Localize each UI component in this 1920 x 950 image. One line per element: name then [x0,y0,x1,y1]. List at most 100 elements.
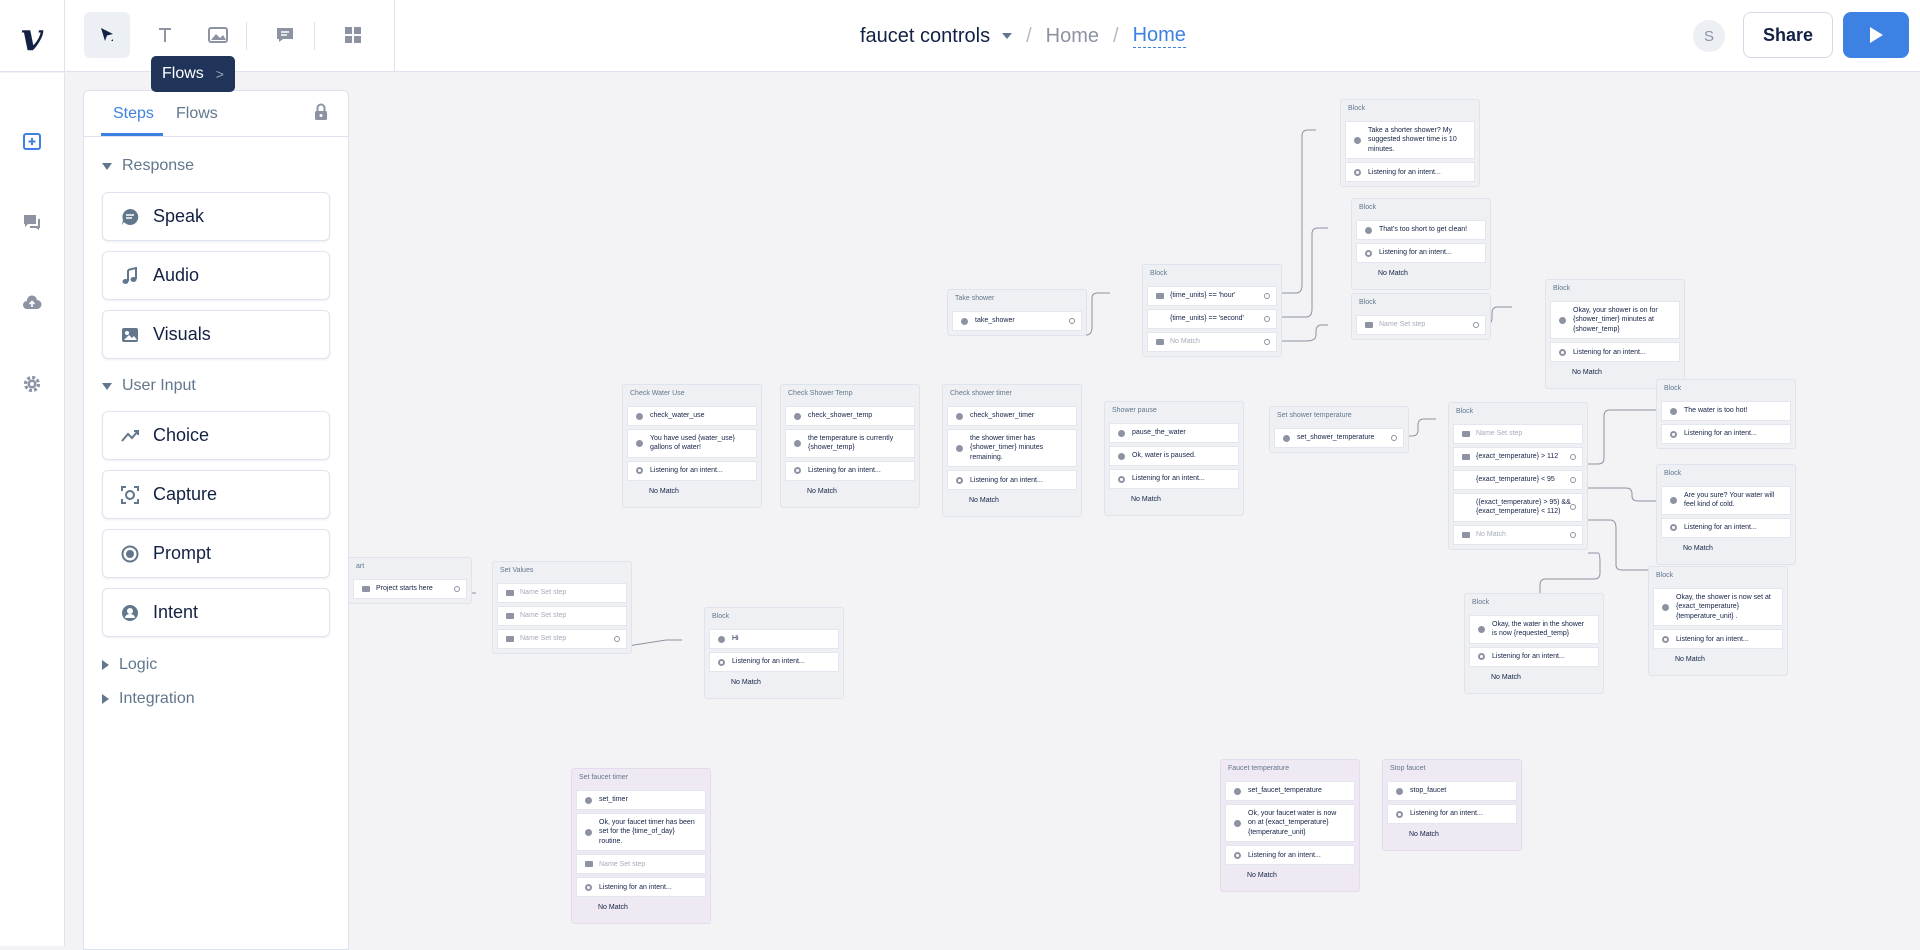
listen-step[interactable]: Listening for an intent... [627,460,757,481]
speak-step[interactable]: Ok, your faucet water is now on at {exac… [1225,804,1355,843]
listen-step[interactable]: Listening for an intent... [1225,845,1355,866]
tab-steps[interactable]: Steps [113,105,154,122]
set-step[interactable]: Name Set step [576,854,706,875]
output-port[interactable] [614,636,620,642]
speak-step[interactable]: Take a shorter shower? My suggested show… [1345,121,1475,160]
upload-icon[interactable] [16,287,48,319]
output-port[interactable] [1570,477,1576,483]
intent-step[interactable]: check_shower_timer [947,406,1077,426]
step-speak[interactable]: Speak [102,192,330,241]
voiceflow-logo[interactable]: v [0,0,65,72]
section-logic[interactable]: Logic [102,656,157,674]
listen-step[interactable]: Listening for an intent... [785,460,915,481]
output-port[interactable] [1264,339,1270,345]
listen-step[interactable]: Listening for an intent... [1469,646,1599,667]
step-audio[interactable]: Audio [102,251,330,300]
start-block[interactable]: art Project starts here [348,557,472,604]
intent-step[interactable]: set_faucet_temperature [1225,781,1355,801]
listen-step[interactable]: Listening for an intent... [1345,162,1475,183]
block-too-short[interactable]: Block That's too short to get clean! Lis… [1351,198,1491,290]
speak-step[interactable]: Ok, your faucet timer has been set for t… [576,813,706,852]
output-port[interactable] [1473,322,1479,328]
faucet-timer-block[interactable]: Set faucet timer set_timer Ok, your fauc… [571,768,711,925]
breadcrumb-current[interactable]: Home [1132,24,1186,48]
set-step[interactable]: Name Set step [497,606,627,626]
speak-step[interactable]: the temperature is currently {shower_tem… [785,429,915,458]
take-shower-block[interactable]: Take shower take_shower [947,289,1087,336]
start-step[interactable]: Project starts here [353,579,467,599]
no-match-step[interactable]: No Match [1147,332,1277,352]
listen-step[interactable]: Listening for an intent... [1387,804,1517,824]
speak-step[interactable]: Hi [709,629,839,649]
output-port[interactable] [1264,316,1270,322]
step-choice[interactable]: Choice [102,411,330,460]
set-values-block[interactable]: Set Values Name Set step Name Set step N… [492,561,632,654]
listen-step[interactable]: Listening for an intent... [1356,243,1486,263]
share-button[interactable]: Share [1743,12,1833,58]
step-visuals[interactable]: Visuals [102,310,330,359]
output-port[interactable] [1391,435,1397,441]
block-water-temp[interactable]: Block Okay, the water in the shower is n… [1464,593,1604,694]
chevron-down-icon[interactable] [1002,33,1013,39]
run-button[interactable] [1843,12,1909,58]
intent-step[interactable]: take_shower [952,311,1082,331]
set-step[interactable]: Name Set step [497,629,627,649]
speak-step[interactable]: Okay, the shower is now set at {exact_te… [1653,588,1783,627]
breadcrumb-home[interactable]: Home [1045,24,1099,47]
output-port[interactable] [1570,504,1576,511]
shower-pause-block[interactable]: Shower pause pause_the_water Ok, water i… [1104,401,1244,516]
if-step[interactable]: {exact_temperature} < 95 [1453,470,1583,490]
lock-icon[interactable] [314,103,328,121]
intent-step[interactable]: set_timer [576,790,706,810]
block-cold[interactable]: Block Are you sure? Your water will feel… [1656,464,1796,565]
block-too-hot[interactable]: Block The water is too hot! Listening fo… [1656,379,1796,449]
if-step[interactable]: ({exact_temperature} > 95) && {exact_tem… [1453,493,1583,522]
set-step[interactable]: Name Set step [1453,424,1583,444]
listen-step[interactable]: Listening for an intent... [1653,629,1783,650]
output-port[interactable] [1069,318,1075,324]
block-set-step[interactable]: Block Name Set step [1351,293,1491,340]
faucet-temp-block[interactable]: Faucet temperature set_faucet_temperatur… [1220,759,1360,893]
listen-step[interactable]: Listening for an intent... [576,877,706,898]
set-step[interactable]: Name Set step [1356,315,1486,335]
flow-canvas[interactable]: art Project starts here Set Values Name … [66,73,1920,946]
output-port[interactable] [454,586,460,592]
check-timer-block[interactable]: Check shower timer check_shower_timer th… [942,384,1082,518]
conversations-icon[interactable] [16,206,48,238]
check-temp-block[interactable]: Check Shower Temp check_shower_temp the … [780,384,920,508]
section-response[interactable]: Response [102,157,194,175]
listen-step[interactable]: Listening for an intent... [1109,469,1239,489]
set-temp-block[interactable]: Set shower temperature set_shower_temper… [1269,406,1409,453]
step-capture[interactable]: Capture [102,470,330,519]
comment-tool-icon[interactable] [262,12,308,58]
speak-step[interactable]: You have used {water_use} gallons of wat… [627,429,757,458]
output-port[interactable] [1570,531,1576,538]
block-shorter-shower[interactable]: Block Take a shorter shower? My suggeste… [1340,99,1480,188]
step-intent[interactable]: Intent [102,588,330,637]
block-now-set[interactable]: Block Okay, the shower is now set at {ex… [1648,566,1788,677]
condition-block-time[interactable]: Block {time_units} == 'hour' {time_units… [1142,264,1282,357]
stop-faucet-block[interactable]: Stop faucet stop_faucet Listening for an… [1382,759,1522,851]
speak-step[interactable]: That's too short to get clean! [1356,220,1486,240]
listen-step[interactable]: Listening for an intent... [709,652,839,672]
speak-step[interactable]: Are you sure? Your water will feel kind … [1661,486,1791,515]
listen-step[interactable]: Listening for an intent... [1550,342,1680,363]
component-tool-icon[interactable] [330,12,376,58]
intent-step[interactable]: check_water_use [627,406,757,426]
flows-tooltip[interactable]: Flows > [151,56,235,92]
tab-flows[interactable]: Flows [176,105,218,122]
project-name[interactable]: faucet controls [860,24,991,47]
speak-step[interactable]: Okay, the water in the shower is now {re… [1469,615,1599,644]
intent-step[interactable]: set_shower_temperature [1274,428,1404,448]
settings-gear-icon[interactable] [16,368,48,400]
intent-step[interactable]: check_shower_temp [785,406,915,426]
section-user-input[interactable]: User Input [102,377,196,395]
intent-step[interactable]: pause_the_water [1109,423,1239,443]
check-water-block[interactable]: Check Water Use check_water_use You have… [622,384,762,508]
image-tool-icon[interactable] [195,12,241,58]
step-prompt[interactable]: Prompt [102,529,330,578]
no-match-step[interactable]: No Match [1453,524,1583,545]
avatar[interactable]: S [1693,20,1725,52]
speak-step[interactable]: the shower timer has {shower_timer} minu… [947,429,1077,468]
set-step[interactable]: Name Set step [497,583,627,603]
